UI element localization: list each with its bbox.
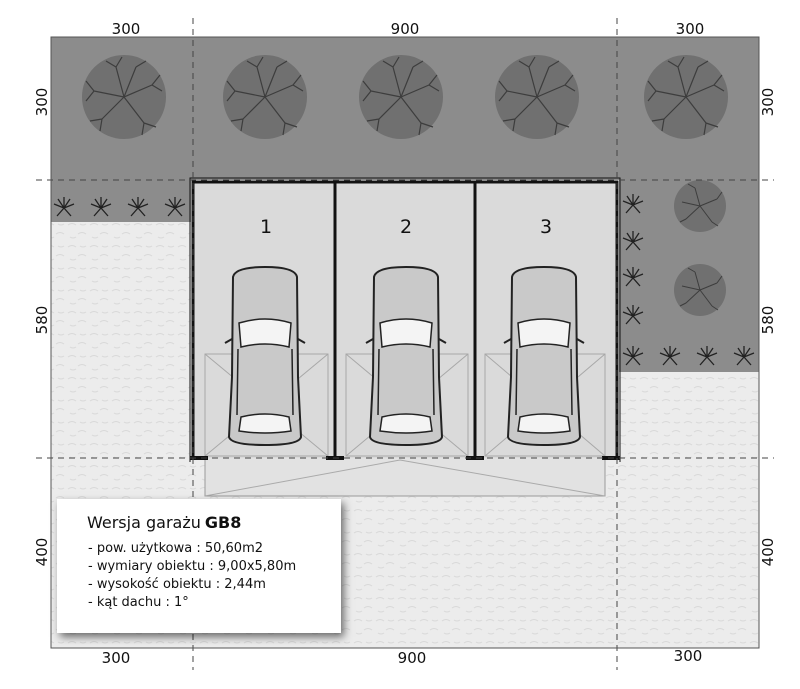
dimension-bottom-left: 300 xyxy=(102,649,131,667)
dimension-bottom-center: 900 xyxy=(398,649,427,667)
gravel-right xyxy=(619,372,759,648)
bay-number: 2 xyxy=(400,216,412,238)
tree-icon xyxy=(358,54,444,140)
dimension-right-middle: 580 xyxy=(759,306,777,335)
dimension-top-center: 900 xyxy=(391,20,420,38)
tree-icon xyxy=(81,54,167,140)
spec-item: wysokość obiektu : 2,44m xyxy=(88,576,341,594)
dimension-bottom-right: 300 xyxy=(674,647,703,665)
tree-icon xyxy=(222,54,308,140)
dimension-left-top: 300 xyxy=(33,88,51,117)
dimension-top-left: 300 xyxy=(112,20,141,38)
spec-list: pow. użytkowa : 50,60m2 wymiary obiektu … xyxy=(87,540,341,612)
dimension-right-top: 300 xyxy=(759,88,777,117)
info-model: GB8 xyxy=(204,513,242,532)
tree-icon xyxy=(494,54,580,140)
site-boundary xyxy=(50,36,760,649)
info-title: Wersja garażu xyxy=(87,513,201,532)
car-icon xyxy=(365,266,447,446)
dimension-left-middle: 580 xyxy=(33,306,51,335)
lawn-left-strip xyxy=(51,180,191,222)
bay-number: 3 xyxy=(540,216,552,238)
dimension-left-bottom: 400 xyxy=(33,538,51,567)
dimension-top-right: 300 xyxy=(676,20,705,38)
spec-item: wymiary obiektu : 9,00x5,80m xyxy=(88,558,341,576)
car-icon xyxy=(224,266,306,446)
driveway-apron xyxy=(204,455,606,497)
tree-icon xyxy=(643,54,729,140)
spec-item: kąt dachu : 1° xyxy=(88,594,341,612)
car-icon xyxy=(503,266,585,446)
driveway-lines xyxy=(204,459,606,497)
tree-icon xyxy=(673,263,727,317)
bay-number: 1 xyxy=(260,216,272,238)
dimension-right-bottom: 400 xyxy=(759,538,777,567)
spec-item: pow. użytkowa : 50,60m2 xyxy=(88,540,341,558)
tree-icon xyxy=(673,179,727,233)
